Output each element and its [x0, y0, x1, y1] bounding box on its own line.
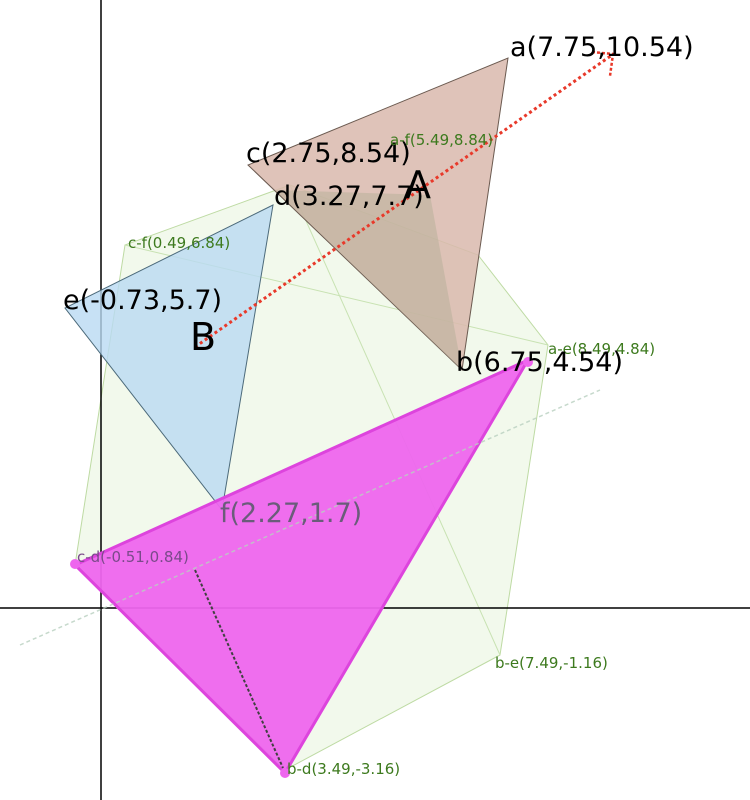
vertex-point-cd	[70, 559, 80, 569]
label-B: B	[190, 315, 216, 359]
label-af: a-f(5.49,8.84)	[390, 131, 493, 149]
overlap-region	[275, 190, 462, 370]
label-cf: c-f(0.49,6.84)	[128, 234, 230, 252]
guide-line	[19, 389, 601, 646]
label-be: b-e(7.49,-1.16)	[495, 654, 608, 672]
label-ae: a-e(8.49,4.84)	[548, 340, 655, 358]
vertex-point-ae	[523, 357, 533, 367]
triangle-def	[64, 204, 274, 512]
vector-arrowhead	[591, 50, 615, 77]
label-cd: c-d(-0.51,0.84)	[77, 548, 189, 566]
label-c: c(2.75,8.54)	[246, 138, 411, 169]
label-bd: b-d(3.49,-3.16)	[287, 760, 400, 778]
label-f: f(2.27,1.7)	[220, 498, 362, 529]
minkowski-difference-triangle	[72, 356, 532, 776]
label-e: e(-0.73,5.7)	[63, 285, 222, 316]
label-A: A	[405, 163, 431, 207]
vertex-point-bd	[280, 768, 290, 778]
distance-segment	[194, 569, 284, 769]
label-a: a(7.75,10.54)	[510, 32, 694, 63]
label-d: d(3.27,7.7)	[274, 181, 424, 212]
label-b: b(6.75,4.54)	[456, 347, 623, 378]
vector-B-to-A	[194, 53, 613, 349]
